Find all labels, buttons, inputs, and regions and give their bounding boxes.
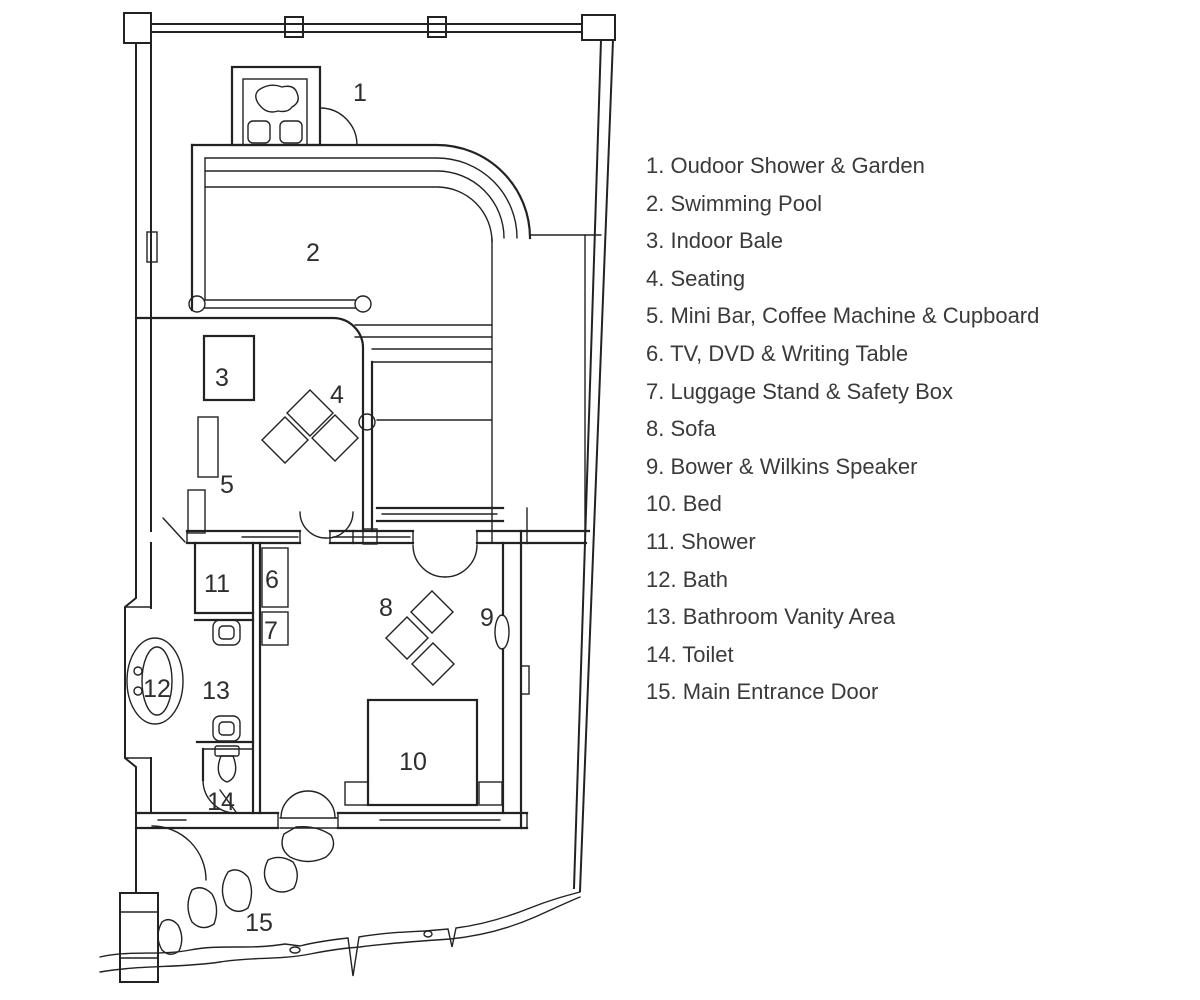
legend-item-8: 8. Sofa <box>646 416 716 442</box>
speaker <box>494 614 510 650</box>
toilet-bowl <box>217 755 237 783</box>
rail-post <box>354 295 372 313</box>
vanity-sink <box>212 715 241 742</box>
label-indoor-bale: 3 <box>215 364 229 392</box>
legend-item-1: 1. Oudoor Shower & Garden <box>646 153 925 178</box>
bathroom-area <box>126 541 289 881</box>
seating-cushions <box>261 389 359 464</box>
label-seating: 4 <box>330 381 344 409</box>
stream-line <box>99 891 581 977</box>
legend-item-5: 5. Mini Bar, Coffee Machine & Cupboard <box>646 303 1040 329</box>
legend-item-4: 4. Seating <box>646 265 746 291</box>
side-door-swing <box>151 825 207 881</box>
rail-post <box>358 413 376 431</box>
site-boundary <box>99 12 616 983</box>
bed <box>366 698 479 807</box>
tv-writing-table <box>261 547 289 608</box>
label-sofa: 8 <box>379 594 393 622</box>
fence-post <box>581 14 616 41</box>
living-double-door <box>299 511 354 539</box>
legend-item-13: 13. Bathroom Vanity Area <box>646 604 896 630</box>
label-bed: 10 <box>399 748 427 776</box>
bedroom-double-door <box>412 544 478 578</box>
bedside-table <box>478 781 503 806</box>
legend-item-9: 9. Bower & Wilkins Speaker <box>646 453 918 479</box>
legend-item-7: 7. Luggage Stand & Safety Box <box>646 378 954 404</box>
east-terrace <box>375 419 505 523</box>
bedside-table <box>344 781 369 806</box>
sofa-cushions <box>385 590 455 686</box>
toilet-tank <box>214 745 240 757</box>
legend-item-2: 2. Swimming Pool <box>646 190 823 216</box>
living-south-wall <box>185 507 591 545</box>
rail-post <box>188 295 206 313</box>
label-speaker: 9 <box>480 604 494 632</box>
vanity-sink <box>212 619 241 646</box>
outdoor-shower-garden <box>230 65 358 147</box>
label-vanity: 13 <box>202 677 230 705</box>
label-shower: 11 <box>204 570 230 598</box>
label-bath: 12 <box>143 675 171 703</box>
stepping-stones <box>157 825 335 955</box>
indoor-bale <box>202 334 256 402</box>
legend-item-14: 14. Toilet <box>646 641 734 667</box>
legend-list: 1. Oudoor Shower & Garden 2. Swimming Po… <box>646 147 1126 711</box>
label-entrance: 15 <box>245 909 273 937</box>
label-tv-table: 6 <box>265 566 279 594</box>
room-number-labels: 1 2 3 4 5 6 7 8 9 10 11 12 13 14 15 <box>143 79 494 937</box>
living-area <box>134 316 591 545</box>
fence-post <box>123 12 152 44</box>
swimming-pool <box>188 143 602 544</box>
label-luggage: 7 <box>264 617 278 645</box>
mini-bar-cabinet <box>197 416 219 478</box>
legend-item-6: 6. TV, DVD & Writing Table <box>646 340 909 366</box>
legend-item-15: 15. Main Entrance Door <box>646 679 879 705</box>
luggage-safety-box <box>261 611 289 646</box>
main-entrance <box>157 790 338 955</box>
floor-plan-drawing: 1 2 3 4 5 6 7 8 9 10 11 12 13 14 15 <box>99 12 616 983</box>
door-leaf <box>162 517 186 543</box>
legend-item-10: 10. Bed <box>646 491 722 517</box>
label-pool: 2 <box>306 239 320 267</box>
bathtub <box>126 637 184 725</box>
fence-post <box>427 16 447 38</box>
mini-bar-cabinet <box>187 489 206 534</box>
label-mini-bar: 5 <box>220 471 234 499</box>
legend-item-11: 11. Shower <box>646 528 756 554</box>
legend-item-3: 3. Indoor Bale <box>646 228 783 254</box>
label-outdoor-shower: 1 <box>353 79 367 107</box>
bedroom <box>328 529 530 830</box>
legend: 1. Oudoor Shower & Garden 2. Swimming Po… <box>646 147 1126 711</box>
fence-post <box>284 16 304 38</box>
label-toilet: 14 <box>207 788 235 816</box>
legend-item-12: 12. Bath <box>646 566 728 592</box>
